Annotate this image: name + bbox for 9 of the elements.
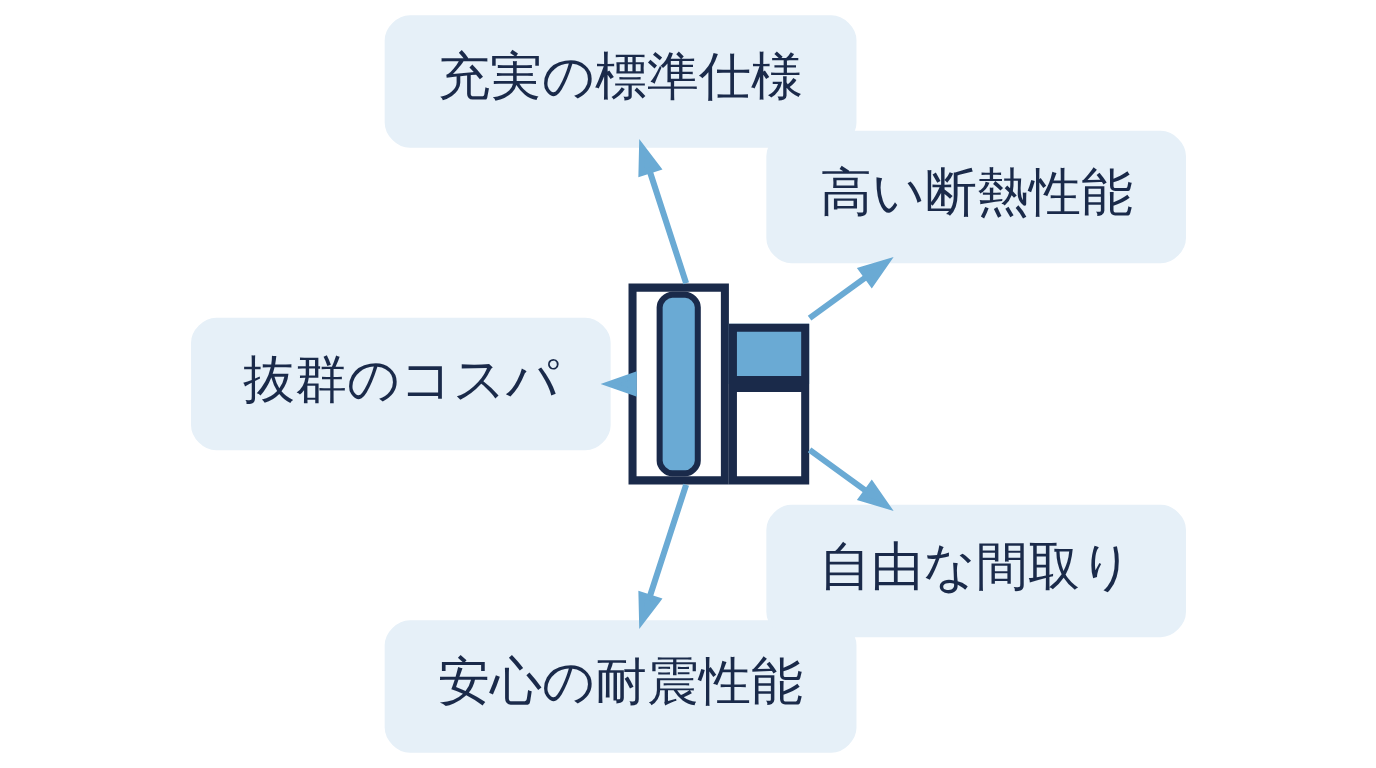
node-box: 安心の耐震性能 [384, 620, 856, 753]
node-box: 自由な間取り [765, 504, 1186, 638]
node-box: 高い断熱性能 [765, 130, 1186, 264]
node-box: 抜群のコスパ [190, 317, 611, 451]
arrow [637, 138, 689, 285]
arrow [807, 257, 894, 321]
node-box: 充実の標準仕様 [384, 15, 856, 148]
arrow [637, 483, 689, 630]
arrow [600, 371, 637, 397]
